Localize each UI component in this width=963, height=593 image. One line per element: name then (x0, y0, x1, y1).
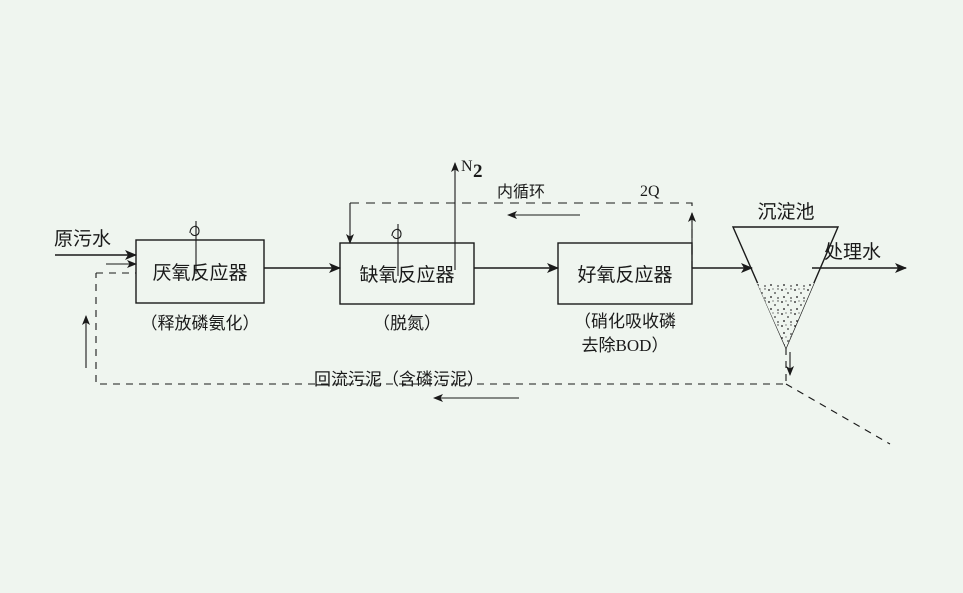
return-sludge-line: 回流污泥（含磷污泥） (82, 260, 794, 402)
clarifier-label: 沉淀池 (757, 201, 814, 223)
aerobic-reactor[interactable]: 好氧反应器 （硝化吸收磷 去除BOD） (557, 242, 693, 355)
raw-sewage-inlet: 原污水 (54, 228, 137, 260)
aerobic-reactor-caption-line1: （硝化吸收磷 (574, 312, 676, 331)
recirculation-flow-label: 2Q (640, 183, 660, 200)
anaerobic-reactor-label: 厌氧反应器 (152, 262, 247, 284)
internal-recirculation-line: 内循环 2Q (350, 183, 696, 268)
anoxic-reactor[interactable]: 缺氧反应器 （脱氮） (339, 242, 475, 333)
anoxic-reactor-caption: （脱氮） (373, 314, 441, 333)
anoxic-stirrer-icon (391, 224, 402, 276)
treated-water-outlet: 处理水 (812, 241, 907, 273)
aerobic-reactor-label: 好氧反应器 (577, 264, 672, 286)
aerobic-reactor-caption-line2: 去除BOD） (582, 336, 669, 355)
anaerobic-reactor[interactable]: 厌氧反应器 （释放磷氨化） (135, 239, 265, 333)
anaerobic-reactor-caption: （释放磷氨化） (141, 314, 260, 333)
nitrogen-label: N (461, 158, 473, 175)
anaerobic-stirrer-icon (189, 221, 200, 274)
clarifier[interactable]: 沉淀池 (731, 201, 840, 350)
internal-recirculation-label: 内循环 (497, 183, 545, 201)
nitrogen-offgas: N 2 (451, 158, 483, 270)
return-sludge-label: 回流污泥（含磷污泥） (314, 370, 484, 389)
nitrogen-subscript: 2 (473, 161, 483, 182)
raw-sewage-label: 原污水 (54, 228, 111, 250)
treated-water-label: 处理水 (824, 241, 881, 263)
anoxic-reactor-label: 缺氧反应器 (359, 264, 454, 286)
waste-sludge-line (785, 383, 891, 445)
